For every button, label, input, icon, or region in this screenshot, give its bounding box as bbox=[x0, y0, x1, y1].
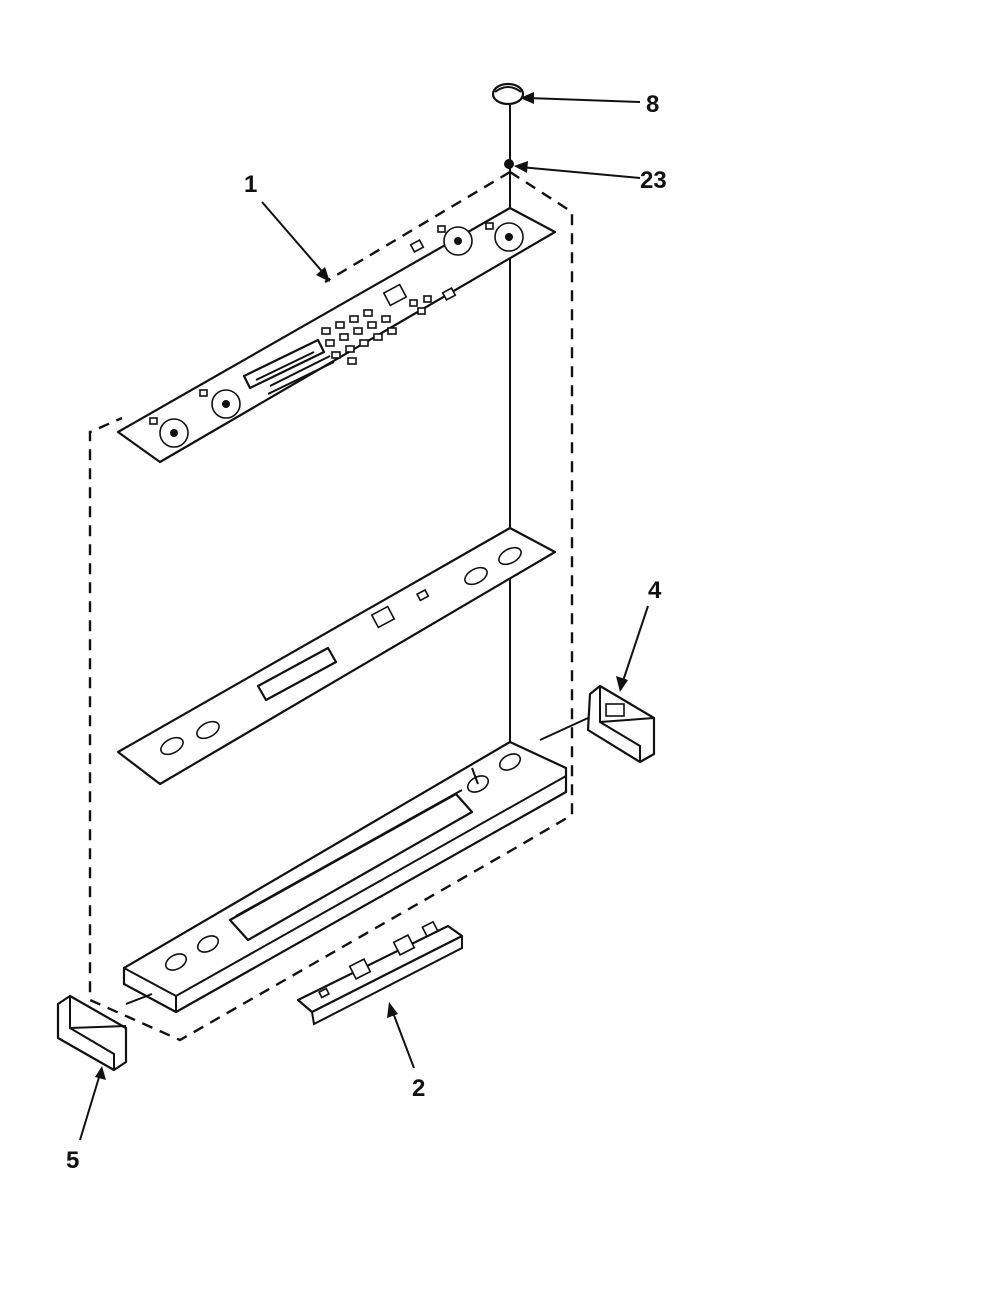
knob-part-8[interactable] bbox=[491, 82, 525, 106]
console-base-housing[interactable] bbox=[122, 740, 568, 1014]
leader-line-4 bbox=[616, 605, 649, 692]
callout-2: 2 bbox=[412, 1075, 425, 1102]
membrane-panel bbox=[116, 526, 557, 786]
leader-line-8 bbox=[520, 92, 641, 104]
control-panel-overlay-part-1[interactable] bbox=[116, 206, 557, 464]
callout-4: 4 bbox=[648, 577, 662, 604]
callout-23: 23 bbox=[640, 167, 667, 194]
callout-8: 8 bbox=[646, 91, 659, 118]
keypad-buttons bbox=[321, 309, 397, 365]
square-button bbox=[441, 287, 457, 301]
callout-1: 1 bbox=[244, 171, 257, 198]
leader-line-23 bbox=[514, 161, 641, 179]
right-end-cap-part-4[interactable] bbox=[539, 684, 656, 764]
circuit-board-part-2[interactable] bbox=[296, 920, 464, 1026]
left-end-cap-part-5[interactable] bbox=[56, 993, 153, 1072]
assembly-dashed-top-edge bbox=[324, 170, 511, 284]
leader-line-2 bbox=[387, 1002, 415, 1069]
callout-5: 5 bbox=[66, 1147, 79, 1174]
square-button bbox=[382, 283, 408, 307]
fastener-part-23[interactable] bbox=[504, 159, 514, 169]
leader-line-5 bbox=[79, 1066, 106, 1141]
square-button bbox=[409, 239, 425, 253]
leader-line-1 bbox=[261, 201, 330, 282]
assembly-dashed-outline bbox=[88, 170, 574, 1042]
